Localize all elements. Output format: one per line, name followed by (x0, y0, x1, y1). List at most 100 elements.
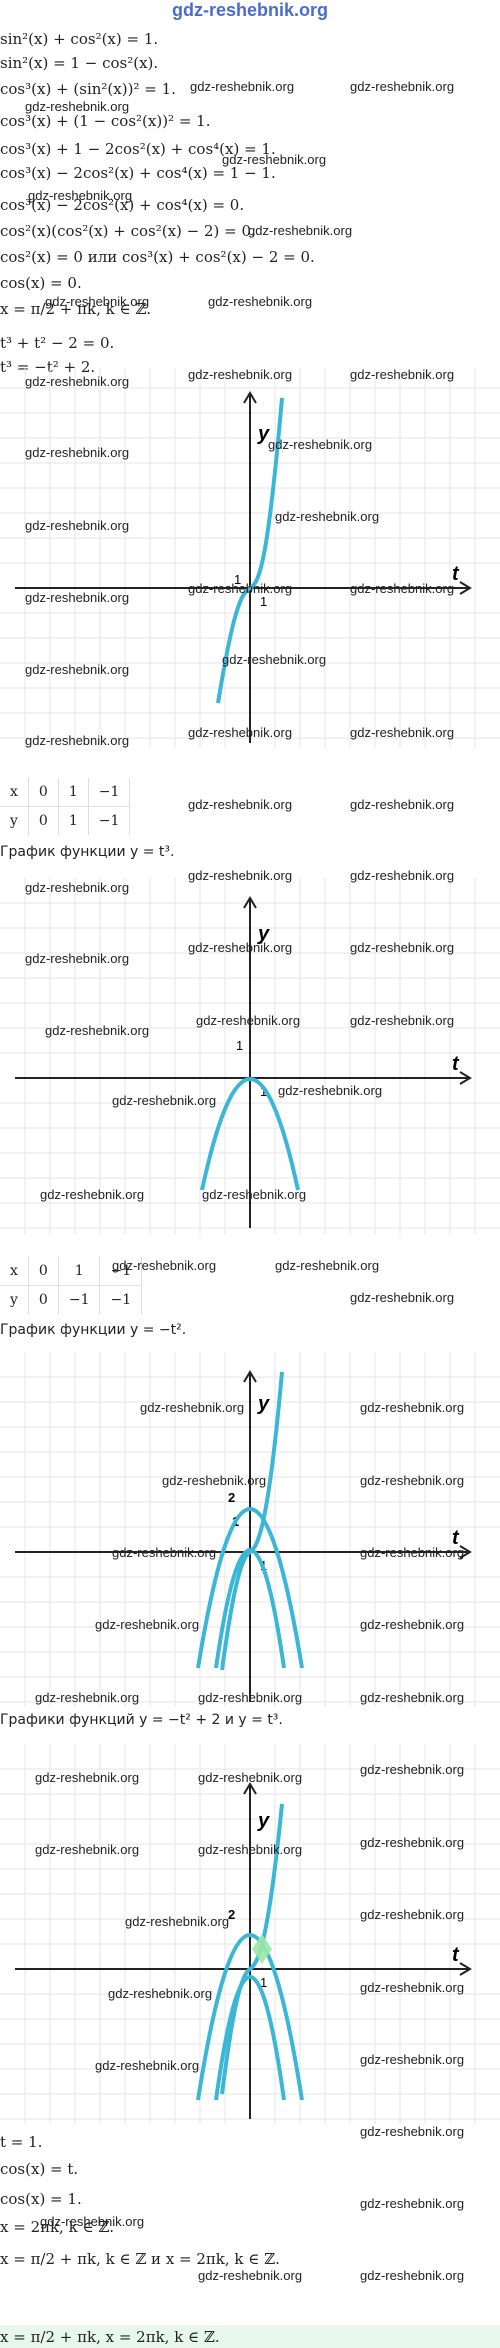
watermark: gdz-reshebnik.org (360, 1835, 465, 1850)
equation-line: t³ + t² − 2 = 0. (0, 334, 115, 352)
watermark: gdz-reshebnik.org (198, 1842, 303, 1857)
watermark: gdz-reshebnik.org (350, 581, 455, 596)
equation-line: sin²(x) + cos²(x) = 1. (0, 30, 159, 48)
table-cell: −1 (88, 806, 131, 835)
table-cell: x (0, 778, 29, 806)
watermark: gdz-reshebnik.org (275, 509, 380, 524)
watermark: gdz-reshebnik.org (112, 1545, 217, 1560)
watermark: gdz-reshebnik.org (350, 797, 455, 812)
table-cell: 0 (29, 778, 59, 806)
equation-line: cos³(x) + (1 − cos²(x))² = 1. (0, 112, 211, 130)
equation-line: x = π/2 + πk, k ∈ ℤ. (0, 300, 152, 318)
equation-line: cos(x) = t. (0, 2160, 79, 2178)
watermark: gdz-reshebnik.org (25, 590, 130, 605)
watermark: gdz-reshebnik.org (222, 652, 327, 667)
t-axis-label: t (452, 1944, 460, 1966)
watermark: gdz-reshebnik.org (188, 581, 293, 596)
watermark: gdz-reshebnik.org (360, 1545, 465, 1560)
watermark: gdz-reshebnik.org (360, 1400, 465, 1415)
watermark: gdz-reshebnik.org (268, 437, 373, 452)
y-axis-label: y (257, 1810, 270, 1832)
y-axis-arrow (243, 1782, 257, 1795)
watermark: gdz-reshebnik.org (112, 1093, 217, 1108)
equation-line: cos²(x)(cos²(x) + cos²(x) − 2) = 0. (0, 222, 256, 240)
table-cell: 0 (29, 1257, 59, 1285)
table-cell: 1 (59, 778, 89, 806)
graph-caption: График функции y = −t². (0, 1322, 187, 1338)
equation-line: cos²(x) = 0 или cos³(x) + cos²(x) − 2 = … (0, 248, 315, 266)
equation-line: cos(x) = 0. (0, 274, 82, 292)
watermark: gdz-reshebnik.org (350, 1013, 455, 1028)
unit-label-y: 1 (234, 572, 241, 587)
watermark: gdz-reshebnik.org (360, 1473, 465, 1488)
t-axis-arrow (459, 1071, 472, 1085)
equation-line: cos³(x) − 2cos²(x) + cos⁴(x) = 1 − 1. (0, 164, 276, 182)
watermark: gdz-reshebnik.org (360, 1762, 465, 1777)
t-axis-label: t (452, 563, 460, 585)
cubic-curve (220, 1803, 284, 2095)
watermark: gdz-reshebnik.org (28, 188, 133, 203)
watermark: gdz-reshebnik.org (350, 79, 455, 94)
watermark: gdz-reshebnik.org (95, 1617, 200, 1632)
watermark: gdz-reshebnik.org (190, 79, 295, 94)
watermark: gdz-reshebnik.org (25, 880, 130, 895)
table-cell: −1 (100, 1285, 143, 1314)
equation-line: cos(x) = 1. (0, 2190, 82, 2208)
unit-label-t: 1 (260, 1975, 267, 1990)
unit-label-y-2: 2 (228, 1907, 235, 1922)
intersection-highlight (252, 1934, 272, 1964)
watermark: gdz-reshebnik.org (35, 1690, 140, 1705)
watermark: gdz-reshebnik.org (188, 868, 293, 883)
combined-graph-1: y t 2 1 1 (0, 1352, 500, 1707)
unit-label-t: 1 (260, 1084, 267, 1099)
watermark: gdz-reshebnik.org (248, 223, 353, 238)
watermark: gdz-reshebnik.org (45, 294, 150, 309)
y-axis-label: y (257, 923, 270, 945)
combined-graph-2: y t 2 1 (0, 1744, 500, 2124)
watermark: gdz-reshebnik.org (360, 1980, 465, 1995)
watermark: gdz-reshebnik.org (25, 662, 130, 677)
parabola-curve (200, 1077, 300, 1191)
equation-line: x = π/2 + πk, k ∈ ℤ и x = 2πk, k ∈ ℤ. (0, 2250, 280, 2268)
watermark: gdz-reshebnik.org (275, 1258, 380, 1273)
y-axis-label: y (257, 1393, 270, 1415)
watermark: gdz-reshebnik.org (188, 367, 293, 382)
cubic-curve (216, 397, 284, 704)
watermark: gdz-reshebnik.org (360, 2052, 465, 2067)
watermark: gdz-reshebnik.org (35, 1770, 140, 1785)
watermark: gdz-reshebnik.org (188, 940, 293, 955)
watermark: gdz-reshebnik.org (202, 1187, 307, 1202)
y-axis-label: y (257, 423, 270, 445)
table-cell: x (0, 1257, 29, 1285)
watermark: gdz-reshebnik.org (25, 445, 130, 460)
watermark: gdz-reshebnik.org (125, 1914, 230, 1929)
table-cell: 1 (58, 806, 89, 835)
site-header[interactable]: gdz-reshebnik.org (171, 0, 328, 20)
table-cell: 0 (28, 1285, 59, 1314)
equation-line: t³ = −t² + 2. (0, 358, 96, 376)
watermark: gdz-reshebnik.org (360, 2268, 465, 2283)
watermark: gdz-reshebnik.org (162, 1473, 267, 1488)
equation-line: cos³(x) + 1 − 2cos²(x) + cos⁴(x) = 1. (0, 140, 276, 158)
unit-label-t: 1 (260, 594, 267, 609)
watermark: gdz-reshebnik.org (360, 2196, 465, 2211)
watermark: gdz-reshebnik.org (25, 951, 130, 966)
table-cell: −1 (89, 778, 131, 806)
watermark: gdz-reshebnik.org (350, 868, 455, 883)
unit-label-y-2: 2 (228, 1490, 235, 1505)
watermark: gdz-reshebnik.org (198, 1770, 303, 1785)
graph-caption: График функции y = t³. (0, 844, 175, 860)
watermark: gdz-reshebnik.org (208, 294, 313, 309)
watermark: gdz-reshebnik.org (45, 1023, 150, 1038)
watermark: gdz-reshebnik.org (360, 1617, 465, 1632)
watermark: gdz-reshebnik.org (188, 725, 293, 740)
watermark: gdz-reshebnik.org (350, 367, 455, 382)
table-cell: −1 (58, 1285, 101, 1314)
answer-box (0, 2325, 500, 2348)
watermark: gdz-reshebnik.org (25, 518, 130, 533)
watermark: gdz-reshebnik.org (222, 152, 327, 167)
watermark: gdz-reshebnik.org (95, 2058, 200, 2073)
answer-line: x = π/2 + πk, x = 2πk, k ∈ ℤ. (0, 2328, 220, 2346)
t-axis-arrow (459, 581, 472, 595)
